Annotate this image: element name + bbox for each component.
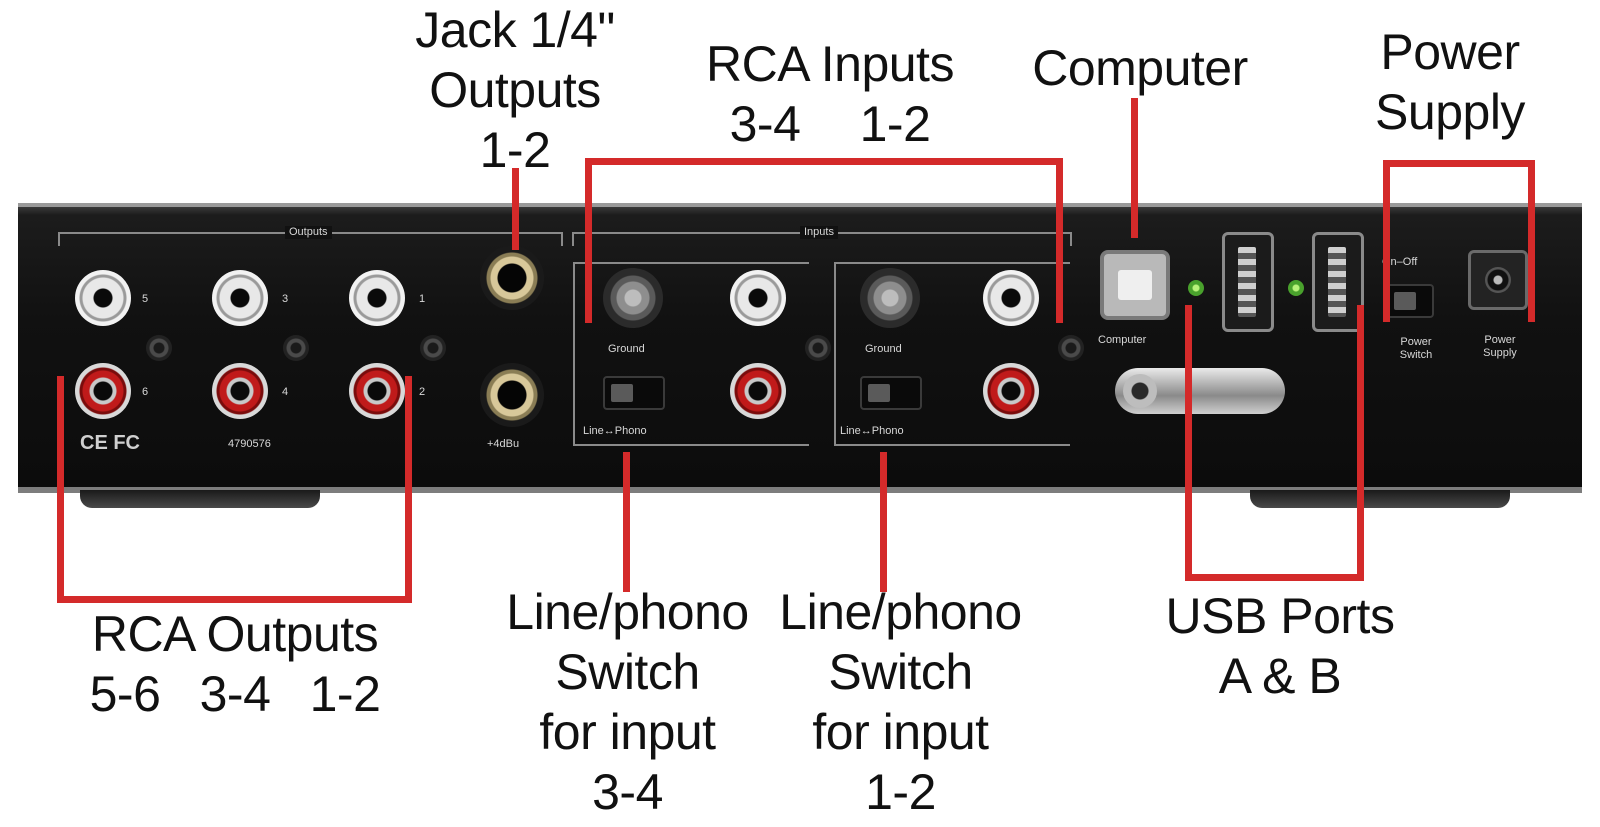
power-switch-label: Power Switch	[1399, 336, 1433, 361]
label-switch-12-line2: Switch	[828, 644, 973, 700]
label-usb-ports-line1: USB Ports	[1165, 588, 1395, 644]
callout-line-usb-right	[1357, 305, 1364, 581]
inputs-group-label: Inputs	[800, 226, 838, 239]
label-jack-outputs-line1: Jack 1/4"	[415, 2, 615, 58]
rca-output-3-jack[interactable]	[212, 270, 268, 326]
computer-port-label: Computer	[1098, 334, 1147, 346]
usb-b-status-led	[1288, 280, 1304, 296]
label-switch-12-line1: Line/phono	[779, 584, 1022, 640]
label-switch-34-line2: Switch	[555, 644, 700, 700]
label-rca-outputs-56: 5-6	[89, 666, 161, 722]
callout-line-rca-inputs-right	[1056, 158, 1063, 323]
callout-line-power-right	[1528, 160, 1535, 322]
label-rca-inputs: RCA Inputs 3-4 1-2	[690, 34, 970, 154]
ground-label-12: Ground	[865, 343, 902, 355]
outputs-group-label: Outputs	[285, 226, 332, 239]
label-rca-outputs-34: 3-4	[199, 666, 271, 722]
line-phono-label-12: Line↔Phono	[840, 425, 904, 437]
ground-terminal-34[interactable]	[603, 268, 663, 328]
label-switch-12-line3: for input	[812, 704, 989, 760]
usb-b-port[interactable]	[1312, 232, 1364, 332]
power-switch[interactable]	[1386, 284, 1434, 318]
input-screw	[1058, 335, 1084, 361]
output-screw	[420, 335, 446, 361]
callout-line-computer	[1131, 98, 1138, 238]
label-computer-line1: Computer	[1032, 40, 1248, 96]
callout-line-usb-bottom	[1185, 574, 1364, 581]
callout-line-rca-outputs-right	[405, 376, 412, 602]
label-switch-12: Line/phono Switch for input 1-2	[768, 582, 1033, 822]
label-jack-outputs: Jack 1/4" Outputs 1-2	[395, 0, 635, 180]
rca-output-5-jack[interactable]	[75, 270, 131, 326]
rca-input-2-jack[interactable]	[983, 363, 1039, 419]
callout-line-power-left	[1383, 160, 1390, 322]
ch-label-3: 3	[282, 293, 289, 305]
usb-b-computer-port[interactable]	[1100, 250, 1170, 320]
line-phono-switch-34[interactable]	[603, 376, 665, 410]
label-power-supply-line1: Power	[1380, 24, 1520, 80]
rca-output-6-jack[interactable]	[75, 363, 131, 419]
label-rca-outputs-line1: RCA Outputs	[91, 606, 379, 662]
usb-a-port[interactable]	[1222, 232, 1274, 332]
rca-input-4-jack[interactable]	[730, 363, 786, 419]
label-power-supply: Power Supply	[1360, 22, 1540, 142]
ch-label-2: 2	[419, 386, 426, 398]
callout-line-switch-12	[880, 452, 887, 592]
power-supply-print-label: Power Supply	[1483, 334, 1517, 359]
device-foot-left	[80, 490, 320, 508]
callout-line-jack	[512, 168, 519, 250]
ch-label-5: 5	[142, 293, 149, 305]
callout-line-usb-left	[1185, 305, 1192, 581]
label-jack-outputs-line3: 1-2	[479, 122, 551, 178]
label-power-supply-line2: Supply	[1375, 84, 1525, 140]
label-switch-34-line3: for input	[539, 704, 716, 760]
ch-label-6: 6	[142, 386, 149, 398]
label-usb-ports: USB Ports A & B	[1140, 586, 1420, 706]
label-switch-34: Line/phono Switch for input 3-4	[495, 582, 760, 822]
rca-output-2-jack[interactable]	[349, 363, 405, 419]
rca-input-3-jack[interactable]	[730, 270, 786, 326]
callout-line-rca-inputs-top	[585, 158, 1063, 165]
device-foot-right	[1250, 490, 1510, 508]
label-rca-outputs: RCA Outputs 5-6 3-4 1-2	[70, 604, 400, 724]
label-usb-ports-line2: A & B	[1218, 648, 1342, 704]
input-34-bracket	[573, 262, 809, 446]
label-jack-outputs-line2: Outputs	[429, 62, 601, 118]
ch-label-4: 4	[282, 386, 289, 398]
label-switch-34-line4: 3-4	[592, 764, 663, 820]
callout-line-rca-inputs-left	[585, 158, 592, 323]
callout-line-switch-34	[623, 452, 630, 592]
fcc-id-text: 4790576	[228, 438, 271, 450]
certification-marks: CE FC	[80, 432, 140, 454]
label-computer: Computer	[1020, 38, 1260, 98]
label-switch-12-line4: 1-2	[865, 764, 936, 820]
ch-label-1: 1	[419, 293, 426, 305]
ground-label-34: Ground	[608, 343, 645, 355]
rca-output-1-jack[interactable]	[349, 270, 405, 326]
callout-line-power-top	[1383, 160, 1535, 167]
jack-quarter-inch-output-1[interactable]	[480, 246, 544, 310]
label-rca-inputs-line1: RCA Inputs	[706, 36, 954, 92]
rca-output-4-jack[interactable]	[212, 363, 268, 419]
input-screw	[805, 335, 831, 361]
security-lock-slot[interactable]	[1115, 368, 1285, 414]
label-switch-34-line1: Line/phono	[506, 584, 749, 640]
label-rca-inputs-34: 3-4	[729, 96, 801, 152]
callout-line-rca-outputs-bottom	[57, 596, 412, 603]
callout-line-rca-outputs-left	[57, 376, 64, 602]
line-phono-switch-12[interactable]	[860, 376, 922, 410]
jack-quarter-inch-output-2[interactable]	[480, 363, 544, 427]
rca-input-1-jack[interactable]	[983, 270, 1039, 326]
output-level-label: +4dBu	[487, 438, 520, 450]
output-screw	[146, 335, 172, 361]
output-screw	[283, 335, 309, 361]
ground-terminal-12[interactable]	[860, 268, 920, 328]
on-off-label: On–Off	[1382, 256, 1418, 268]
line-phono-label-34: Line↔Phono	[583, 425, 647, 437]
input-12-bracket	[834, 262, 1070, 446]
label-rca-inputs-12: 1-2	[859, 96, 931, 152]
usb-a-status-led	[1188, 280, 1204, 296]
dc-power-input[interactable]	[1468, 250, 1528, 310]
label-rca-outputs-12: 1-2	[309, 666, 381, 722]
